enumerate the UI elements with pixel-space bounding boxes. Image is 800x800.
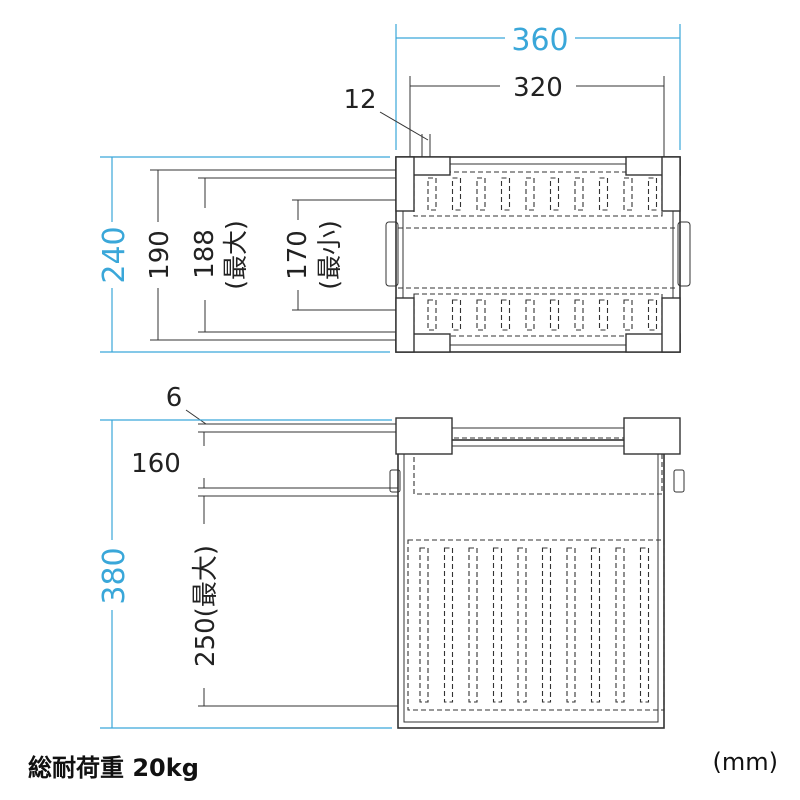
height-250-label: 250(最大) [191, 545, 221, 667]
slot-mark [468, 547, 478, 703]
slot-mark [427, 177, 437, 211]
load-capacity-label: 総耐荷重 20kg [28, 754, 199, 782]
slot-mark [476, 177, 486, 211]
depth-240-label: 240 [97, 226, 132, 283]
slot-mark [517, 547, 527, 703]
depth-170-label: 170 [283, 230, 313, 280]
slot-mark [427, 299, 437, 331]
slot-mark [574, 299, 584, 331]
slot-mark [443, 547, 454, 703]
width-360-label: 360 [511, 23, 568, 58]
height-160-label: 160 [131, 449, 181, 479]
slot-mark [598, 177, 609, 211]
unit-label: (mm) [712, 748, 778, 776]
slot-mark [419, 547, 429, 703]
side-view-shelf [389, 417, 685, 729]
slot-mark [549, 177, 560, 211]
slot-mark [615, 547, 625, 703]
slot-mark [623, 299, 633, 331]
side-view: 6 160 380 250(最大) [97, 383, 685, 729]
slot-mark [476, 299, 486, 331]
top-view-shelf [385, 156, 691, 353]
slot-mark [566, 547, 576, 703]
slot-mark [623, 177, 633, 211]
slot-mark [500, 177, 511, 211]
width-320-label: 320 [513, 73, 563, 103]
slot-mark [647, 177, 658, 211]
slot-mark [525, 177, 535, 211]
depth-190-label: 190 [145, 230, 175, 280]
slot-mark [574, 177, 584, 211]
slot-mark [549, 299, 560, 331]
slot-marks [427, 177, 658, 331]
slot-mark [451, 177, 462, 211]
depth-188-label: 188 [190, 229, 220, 279]
depth-188-note: (最大) [221, 220, 250, 290]
gap-6-label: 6 [166, 383, 183, 413]
slot-mark [639, 547, 650, 703]
slot-mark [598, 299, 609, 331]
slot-mark [525, 299, 535, 331]
depth-170-note: (最小) [315, 220, 344, 290]
slot-mark [500, 299, 511, 331]
slot-mark [647, 299, 658, 331]
top-view: 360 320 12 240 190 188 (最大) [97, 23, 691, 353]
height-380-label: 380 [97, 547, 132, 604]
slot-mark [541, 547, 552, 703]
slot-mark [492, 547, 503, 703]
slot-marks [419, 547, 650, 703]
slot-mark [451, 299, 462, 331]
edge-12-label: 12 [343, 85, 376, 115]
slot-mark [590, 547, 601, 703]
